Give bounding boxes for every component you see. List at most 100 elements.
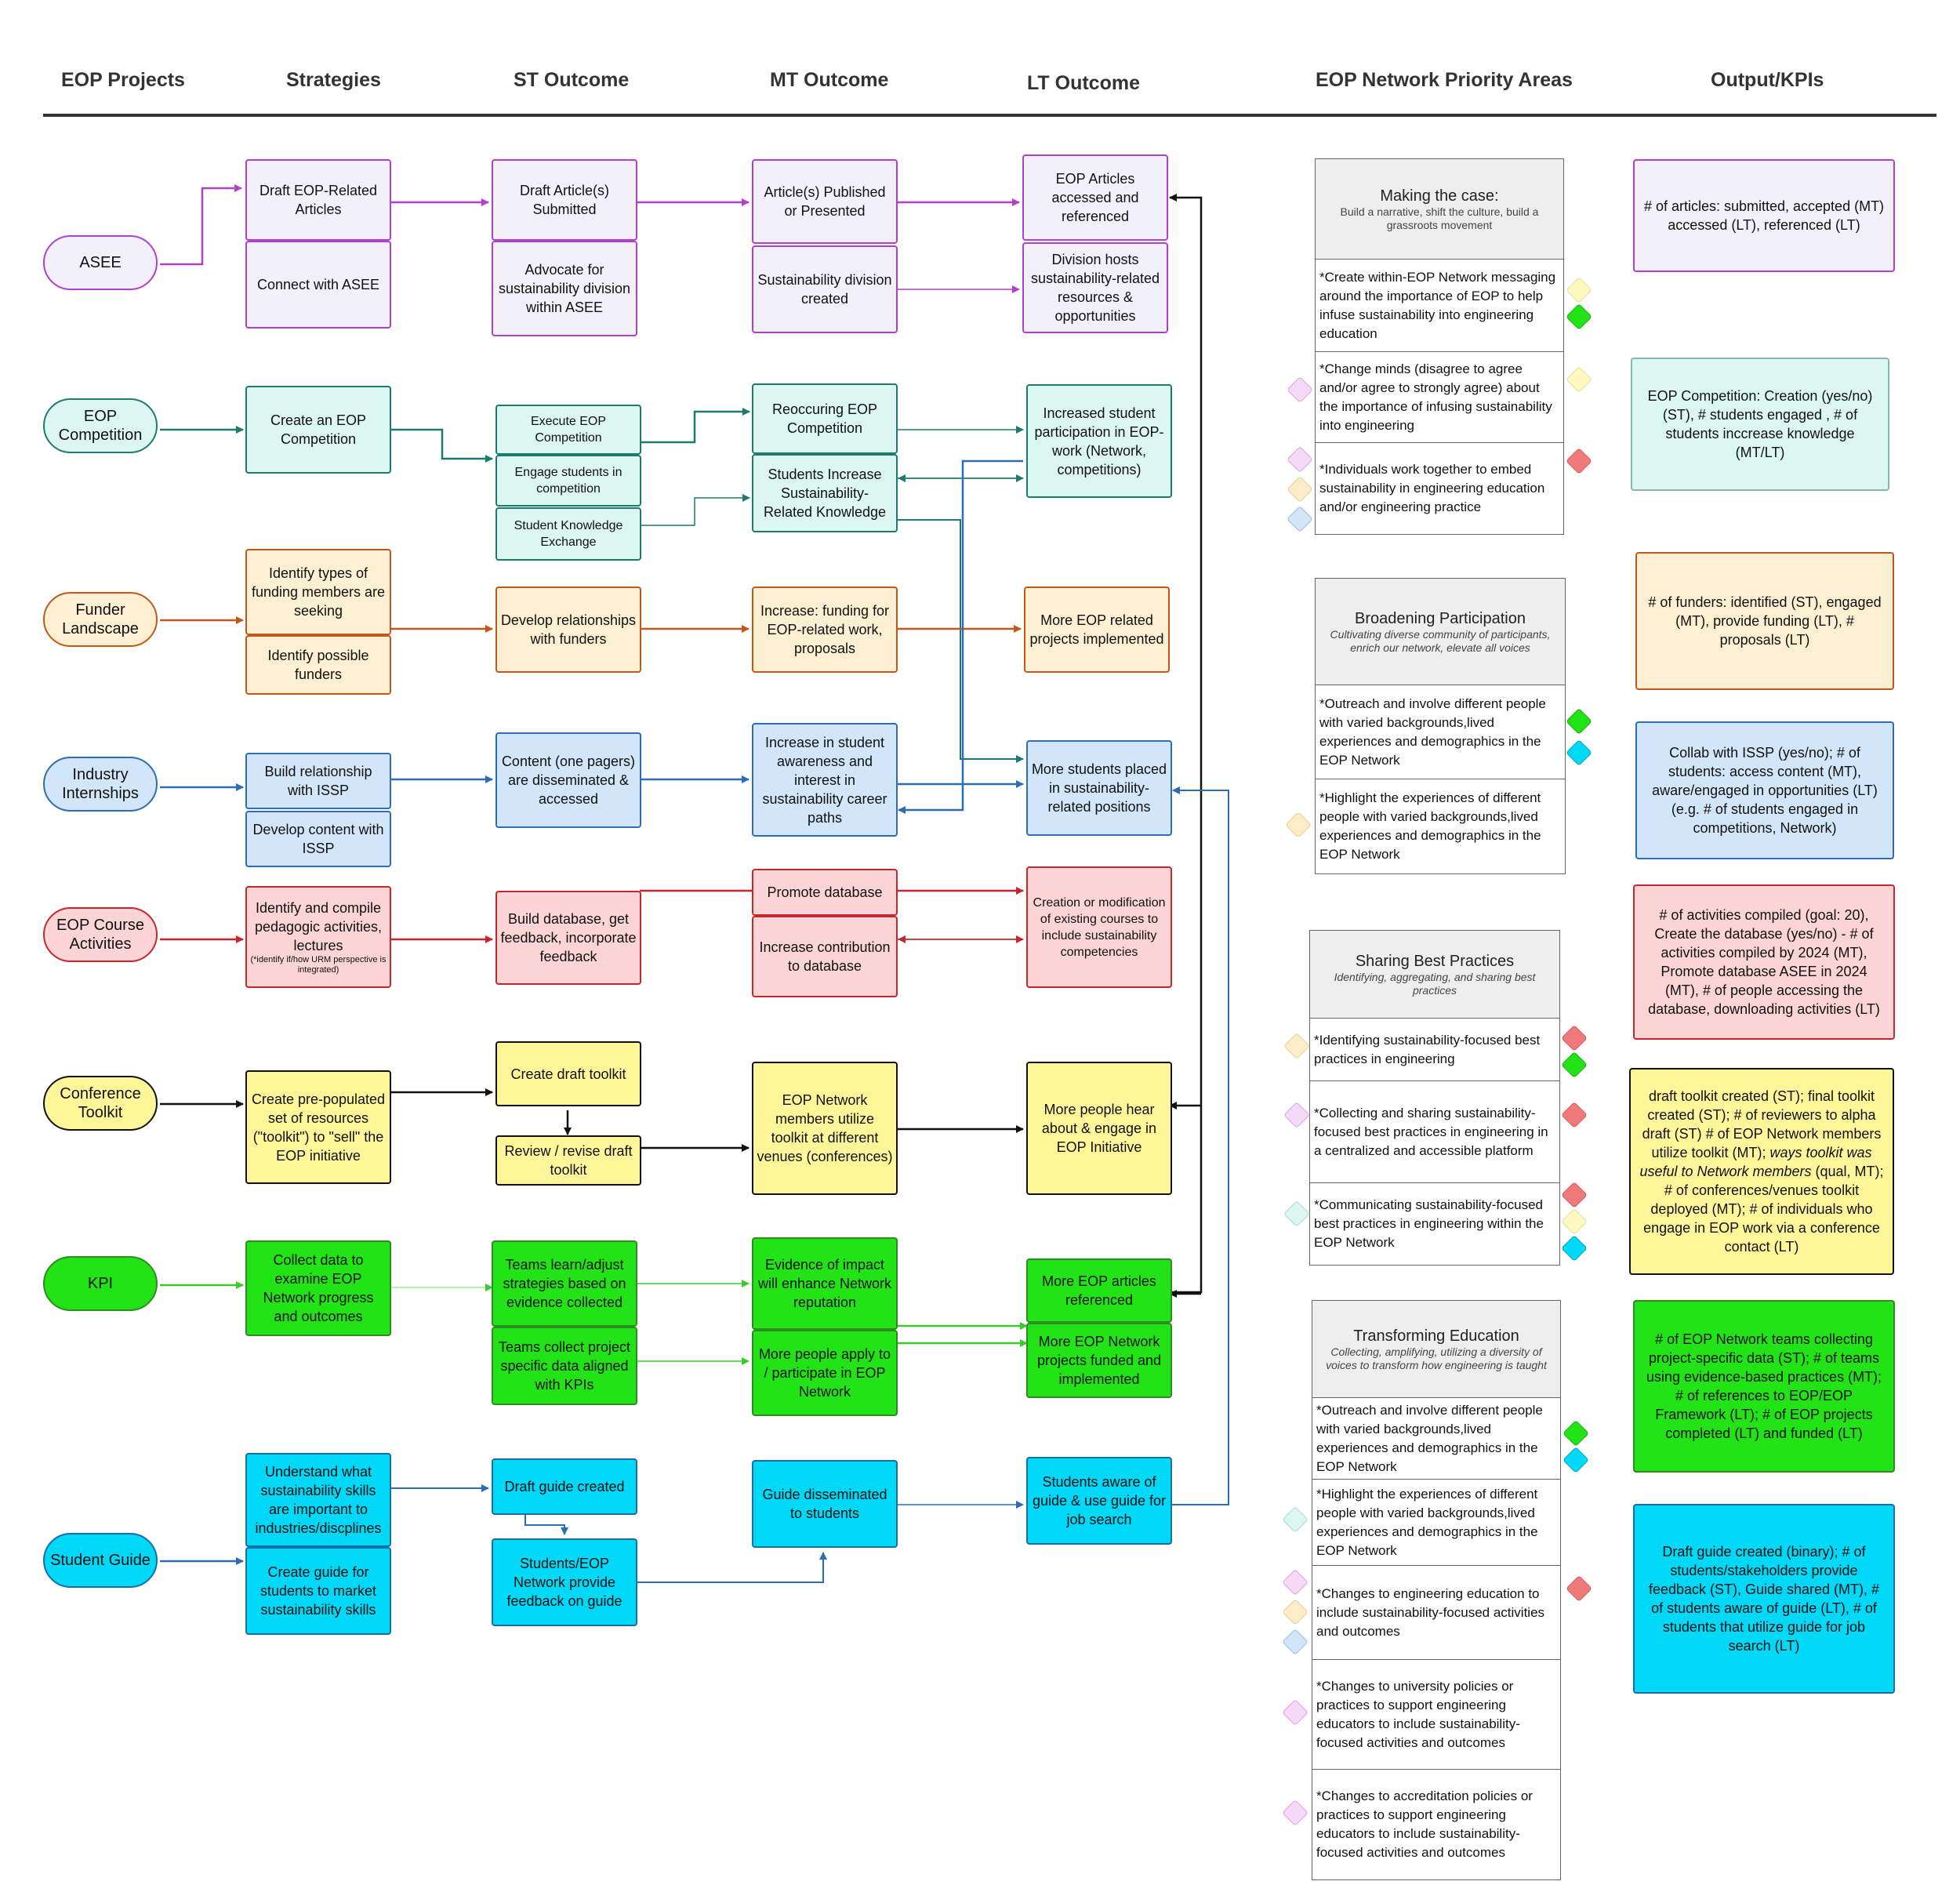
priority-area-title: Making the case: bbox=[1380, 187, 1499, 205]
competition-lt-participation: Increased student participation in EOP-w… bbox=[1026, 384, 1172, 498]
header-divider bbox=[43, 114, 1936, 117]
project-eop-course-activities: EOP Course Activities bbox=[43, 907, 158, 962]
project-funder-landscape: Funder Landscape bbox=[43, 592, 158, 647]
funder-strategy-identify-types: Identify types of funding members are se… bbox=[245, 549, 391, 635]
priority-area-subtitle: Cultivating diverse community of partici… bbox=[1330, 627, 1551, 654]
asee-mt-division-created: Sustainability division created bbox=[752, 245, 898, 333]
priority-item: *Changes to university policies or pract… bbox=[1312, 1660, 1560, 1770]
asee-lt-articles-referenced: EOP Articles accessed and referenced bbox=[1022, 154, 1168, 241]
header-eop-projects: EOP Projects bbox=[61, 69, 185, 91]
header-st-outcome: ST Outcome bbox=[514, 69, 630, 91]
priority-item: *Highlight the experiences of different … bbox=[1312, 1480, 1560, 1566]
competition-st-engage-students: Engage students in competition bbox=[495, 455, 641, 507]
kpi-output-conference: draft toolkit created (ST); final toolki… bbox=[1629, 1068, 1894, 1275]
guide-strategy-understand-skills: Understand what sustainability skills ar… bbox=[245, 1453, 391, 1547]
priority-area-head: Making the case: Build a narrative, shif… bbox=[1316, 159, 1563, 260]
conference-lt-more-people: More people hear about & engage in EOP I… bbox=[1026, 1062, 1172, 1195]
kpi-lt-articles-referenced: More EOP articles referenced bbox=[1026, 1258, 1172, 1323]
priority-area-head: Sharing Best Practices Identifying, aggr… bbox=[1310, 931, 1559, 1019]
kpi-output-kpi: # of EOP Network teams collecting projec… bbox=[1633, 1300, 1895, 1473]
priority-item: *Changes to accreditation policies or pr… bbox=[1316, 1789, 1533, 1860]
guide-st-feedback: Students/EOP Network provide feedback on… bbox=[492, 1538, 637, 1626]
kpi-st-teams-learn: Teams learn/adjust strategies based on e… bbox=[492, 1240, 637, 1327]
guide-strategy-create-guide: Create guide for students to market sust… bbox=[245, 1547, 391, 1635]
project-eop-competition: EOP Competition bbox=[43, 398, 158, 453]
kpi-output-competition: EOP Competition: Creation (yes/no) (ST),… bbox=[1631, 358, 1889, 491]
kpi-output-funder: # of funders: identified (ST), engaged (… bbox=[1635, 552, 1894, 690]
kpi-output-conference-part-c: (qual, MT); # of conferences/venues tool… bbox=[1643, 1164, 1884, 1255]
priority-area-title: Transforming Education bbox=[1353, 1327, 1519, 1345]
industry-strategy-develop-content: Develop content with ISSP bbox=[245, 811, 391, 867]
asee-strategy-draft-articles: Draft EOP-Related Articles bbox=[245, 159, 391, 241]
industry-mt-student-awareness: Increase in student awareness and intere… bbox=[752, 723, 898, 837]
priority-item: *Changes to engineering education to inc… bbox=[1312, 1566, 1560, 1660]
priority-item: *Highlight the experiences of different … bbox=[1319, 790, 1541, 862]
header-mt-outcome: MT Outcome bbox=[770, 69, 889, 91]
priority-item: *Communicating sustainability-focused be… bbox=[1314, 1197, 1544, 1250]
priority-area-head: Broadening Participation Cultivating div… bbox=[1316, 579, 1565, 685]
competition-mt-reoccuring: Reoccuring EOP Competition bbox=[752, 383, 898, 454]
kpi-output-industry: Collab with ISSP (yes/no); # of students… bbox=[1635, 721, 1894, 859]
competition-st-execute: Execute EOP Competition bbox=[495, 405, 641, 455]
kpi-strategy-collect-data: Collect data to examine EOP Network prog… bbox=[245, 1240, 391, 1336]
guide-mt-disseminated: Guide disseminated to students bbox=[752, 1460, 898, 1548]
course-strategy-identify-compile: Identify and compile pedagogic activitie… bbox=[245, 886, 391, 988]
competition-mt-students-knowledge: Students Increase Sustainability-Related… bbox=[752, 454, 898, 532]
course-mt-promote-database: Promote database bbox=[752, 869, 898, 916]
priority-area-broadening-participation: Broadening Participation Cultivating div… bbox=[1315, 578, 1566, 874]
asee-lt-division-resources: Division hosts sustainability-related re… bbox=[1022, 242, 1168, 333]
competition-st-knowledge-exchange: Student Knowledge Exchange bbox=[495, 507, 641, 561]
industry-strategy-build-relationship: Build relationship with ISSP bbox=[245, 753, 391, 809]
funder-lt-more-projects: More EOP related projects implemented bbox=[1024, 587, 1170, 673]
asee-mt-articles-published: Article(s) Published or Presented bbox=[752, 159, 898, 244]
priority-area-title: Sharing Best Practices bbox=[1355, 952, 1515, 970]
guide-st-draft-created: Draft guide created bbox=[492, 1458, 637, 1515]
header-output-kpis: Output/KPIs bbox=[1711, 69, 1824, 91]
priority-area-subtitle: Collecting, amplifying, utilizing a dive… bbox=[1326, 1345, 1547, 1371]
course-lt-courses-modified: Creation or modification of existing cou… bbox=[1026, 866, 1172, 988]
guide-lt-students-aware: Students aware of guide & use guide for … bbox=[1026, 1457, 1172, 1545]
kpi-output-conference-text: draft toolkit created (ST); final toolki… bbox=[1639, 1087, 1885, 1256]
header-lt-outcome: LT Outcome bbox=[1027, 72, 1140, 94]
asee-st-advocate-division: Advocate for sustainability division wit… bbox=[492, 241, 637, 336]
priority-item: *Change minds (disagree to agree and/or … bbox=[1316, 352, 1563, 443]
kpi-mt-more-people-apply: More people apply to / participate in EO… bbox=[752, 1330, 898, 1416]
header-strategies: Strategies bbox=[286, 69, 381, 91]
priority-area-transforming-education: Transforming Education Collecting, ampli… bbox=[1312, 1300, 1561, 1880]
course-st-build-database: Build database, get feedback, incorporat… bbox=[495, 891, 641, 985]
conference-st-review-draft: Review / revise draft toolkit bbox=[495, 1135, 641, 1186]
asee-strategy-connect: Connect with ASEE bbox=[245, 241, 391, 329]
project-kpi: KPI bbox=[43, 1256, 158, 1311]
kpi-output-conference-italic: ways toolkit was useful to Network membe… bbox=[1639, 1145, 1872, 1179]
conference-st-create-draft: Create draft toolkit bbox=[495, 1041, 641, 1106]
industry-st-content-disseminated: Content (one pagers) are disseminated & … bbox=[495, 732, 641, 828]
priority-area-subtitle: Build a narrative, shift the culture, bu… bbox=[1340, 205, 1539, 231]
conference-strategy-toolkit: Create pre-populated set of resources ("… bbox=[245, 1070, 391, 1184]
priority-item: *Identifying sustainability-focused best… bbox=[1310, 1019, 1559, 1081]
kpi-output-guide: Draft guide created (binary); # of stude… bbox=[1633, 1504, 1895, 1694]
competition-strategy-create: Create an EOP Competition bbox=[245, 386, 391, 474]
project-asee: ASEE bbox=[43, 235, 158, 290]
priority-area-subtitle: Identifying, aggregating, and sharing be… bbox=[1334, 970, 1536, 997]
funder-mt-increase-funding: Increase: funding for EOP-related work, … bbox=[752, 587, 898, 673]
project-industry-internships: Industry Internships bbox=[43, 757, 158, 812]
priority-item: *Create within-EOP Network messaging aro… bbox=[1316, 260, 1563, 352]
priority-area-making-the-case: Making the case: Build a narrative, shif… bbox=[1315, 158, 1564, 535]
funder-st-relationships: Develop relationships with funders bbox=[495, 587, 641, 673]
kpi-st-teams-collect: Teams collect project specific data alig… bbox=[492, 1327, 637, 1405]
asee-st-articles-submitted: Draft Article(s) Submitted bbox=[492, 159, 637, 241]
project-conference-toolkit: Conference Toolkit bbox=[43, 1076, 158, 1131]
kpi-output-course: # of activities compiled (goal: 20), Cre… bbox=[1633, 884, 1895, 1040]
kpi-output-asee: # of articles: submitted, accepted (MT) … bbox=[1633, 159, 1895, 272]
kpi-lt-projects-funded: More EOP Network projects funded and imp… bbox=[1026, 1323, 1172, 1398]
conference-mt-members-utilize: EOP Network members utilize toolkit at d… bbox=[752, 1062, 898, 1195]
kpi-output-conference-part-a: draft toolkit created (ST); final toolki… bbox=[1642, 1088, 1882, 1160]
priority-area-title: Broadening Participation bbox=[1355, 609, 1526, 627]
kpi-mt-evidence-impact: Evidence of impact will enhance Network … bbox=[752, 1237, 898, 1330]
priority-area-head: Transforming Education Collecting, ampli… bbox=[1312, 1301, 1560, 1398]
course-mt-increase-contribution: Increase contribution to database bbox=[752, 916, 898, 997]
project-student-guide: Student Guide bbox=[43, 1533, 158, 1588]
industry-lt-students-placed: More students placed in sustainability-r… bbox=[1026, 740, 1172, 836]
priority-item: *Outreach and involve different people w… bbox=[1312, 1398, 1560, 1480]
priority-area-sharing-best-practices: Sharing Best Practices Identifying, aggr… bbox=[1309, 930, 1560, 1266]
